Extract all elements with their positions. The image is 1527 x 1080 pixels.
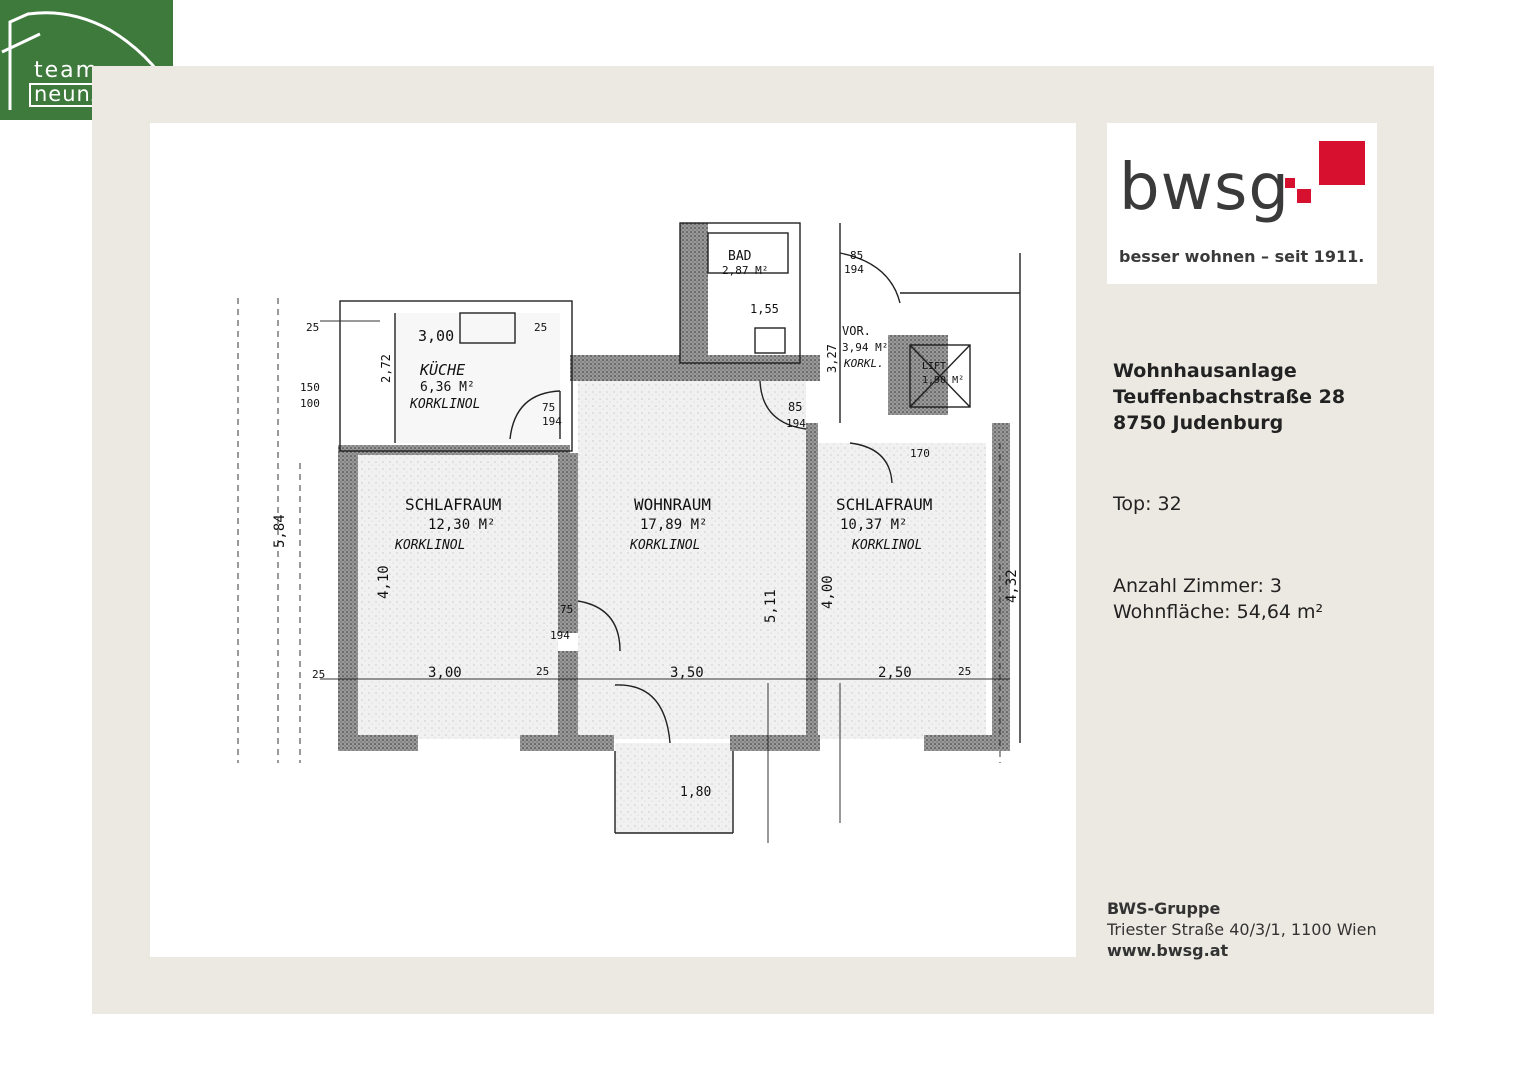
wall-label-2: 25 [534,321,547,334]
bedroom2-floor-type: KORKLINOL [851,538,922,553]
bath-size: 2,87 M² [722,264,768,277]
living-depth-label: 5,11 [763,589,779,623]
kitchen-floor-type: KORKLINOL [409,397,480,412]
bath-width-label: 1,55 [750,302,779,316]
plan-lines [339,222,1021,834]
wall-label-3: 25 [312,668,325,681]
logo-square-small [1285,178,1295,188]
bedroom1-floor-type: KORKLINOL [394,538,465,553]
bedroom1-floor [358,453,558,739]
floorplan-area: 3,00 KÜCHE 6,36 M² KORKLINOL SCHLAFRAUM … [150,123,1076,957]
footer-address: Triester Straße 40/3/1, 1100 Wien [1107,920,1377,939]
door2-height-label: 194 [786,417,806,430]
right-depth-label: 4,32 [1004,569,1020,603]
kitchen-depth-label: 2,72 [379,354,393,383]
window-height-label: 150 [300,381,320,394]
logo-word-team: team [34,58,100,83]
kitchen-size: 6,36 M² [420,380,475,395]
total-depth-label: 5,84 [272,514,288,548]
living-size: 17,89 M² [640,517,707,533]
kitchen-name: KÜCHE [419,360,465,379]
property-rooms: Anzahl Zimmer: 3 [1113,575,1283,597]
bwsg-wordmark: bwsg [1119,151,1290,225]
bwsg-logo: bwsg besser wohnen – seit 1911. [1107,123,1377,284]
property-area: Wohnfläche: 54,64 m² [1113,601,1324,623]
bedroom2-depth-label: 4,00 [820,575,836,609]
lift-name: LIFT [922,361,946,372]
logo-square-large [1319,141,1365,185]
living-name: WOHNRAUM [634,495,711,514]
property-street: Teuffenbachstraße 28 [1113,386,1346,408]
balcony-floor [615,743,733,833]
logo-square-mid [1297,189,1311,203]
floorplan-drawing: 3,00 KÜCHE 6,36 M² KORKLINOL SCHLAFRAUM … [237,222,1021,843]
door3-height-label: 194 [550,629,570,642]
door1-label: 75 [542,401,555,414]
kitchen-width-label: 3,00 [418,327,454,345]
window-sill-label: 100 [300,397,320,410]
living-floor [578,381,806,739]
team-neunzehn-logo: team neunzehn [0,0,173,120]
balcony-width-label: 1,80 [680,785,711,800]
living-floor-type: KORKLINOL [629,538,700,553]
bath-name: BAD [728,249,752,264]
roof-icon [1,11,162,110]
bedroom1-depth-label: 4,10 [376,565,392,599]
door4-height-label: 194 [844,263,864,276]
dimension-ticks [320,320,1010,843]
property-title: Wohnhausanlage [1113,360,1297,382]
bwsg-tagline: besser wohnen – seit 1911. [1119,247,1365,266]
footer-company: BWS-Gruppe [1107,899,1221,918]
property-top: Top: 32 [1113,493,1182,515]
bedroom1-size: 12,30 M² [428,517,495,533]
door3-label: 75 [560,603,573,616]
wall-label-4: 25 [536,665,549,678]
bedroom2-small-label: 170 [910,447,930,460]
dimension-lines [237,298,1001,763]
hall-floor-type: KORKL. [843,357,884,370]
hall-depth-label: 3,27 [825,344,839,373]
hall-name: VOR. [842,324,871,338]
kitchen-floor [395,313,560,443]
hall-size: 3,94 M² [842,341,888,354]
bedroom1-name: SCHLAFRAUM [405,495,501,514]
lift-size: 1,90 M² [922,375,964,386]
property-city: 8750 Judenburg [1113,412,1284,434]
bedroom2-name: SCHLAFRAUM [836,495,932,514]
footer-website[interactable]: www.bwsg.at [1107,941,1229,960]
wall-label-1: 25 [306,321,319,334]
bedroom2-width-label: 2,50 [878,665,912,681]
bedroom2-floor [818,443,986,739]
door4-label: 85 [850,249,863,262]
walls [338,223,1010,751]
bedroom2-size: 10,37 M² [840,517,907,533]
door2-label: 85 [788,400,802,414]
bedroom1-width-label: 3,00 [428,665,462,681]
wall-label-5: 25 [958,665,971,678]
door1-height-label: 194 [542,415,562,428]
living-width-label: 3,50 [670,665,704,681]
